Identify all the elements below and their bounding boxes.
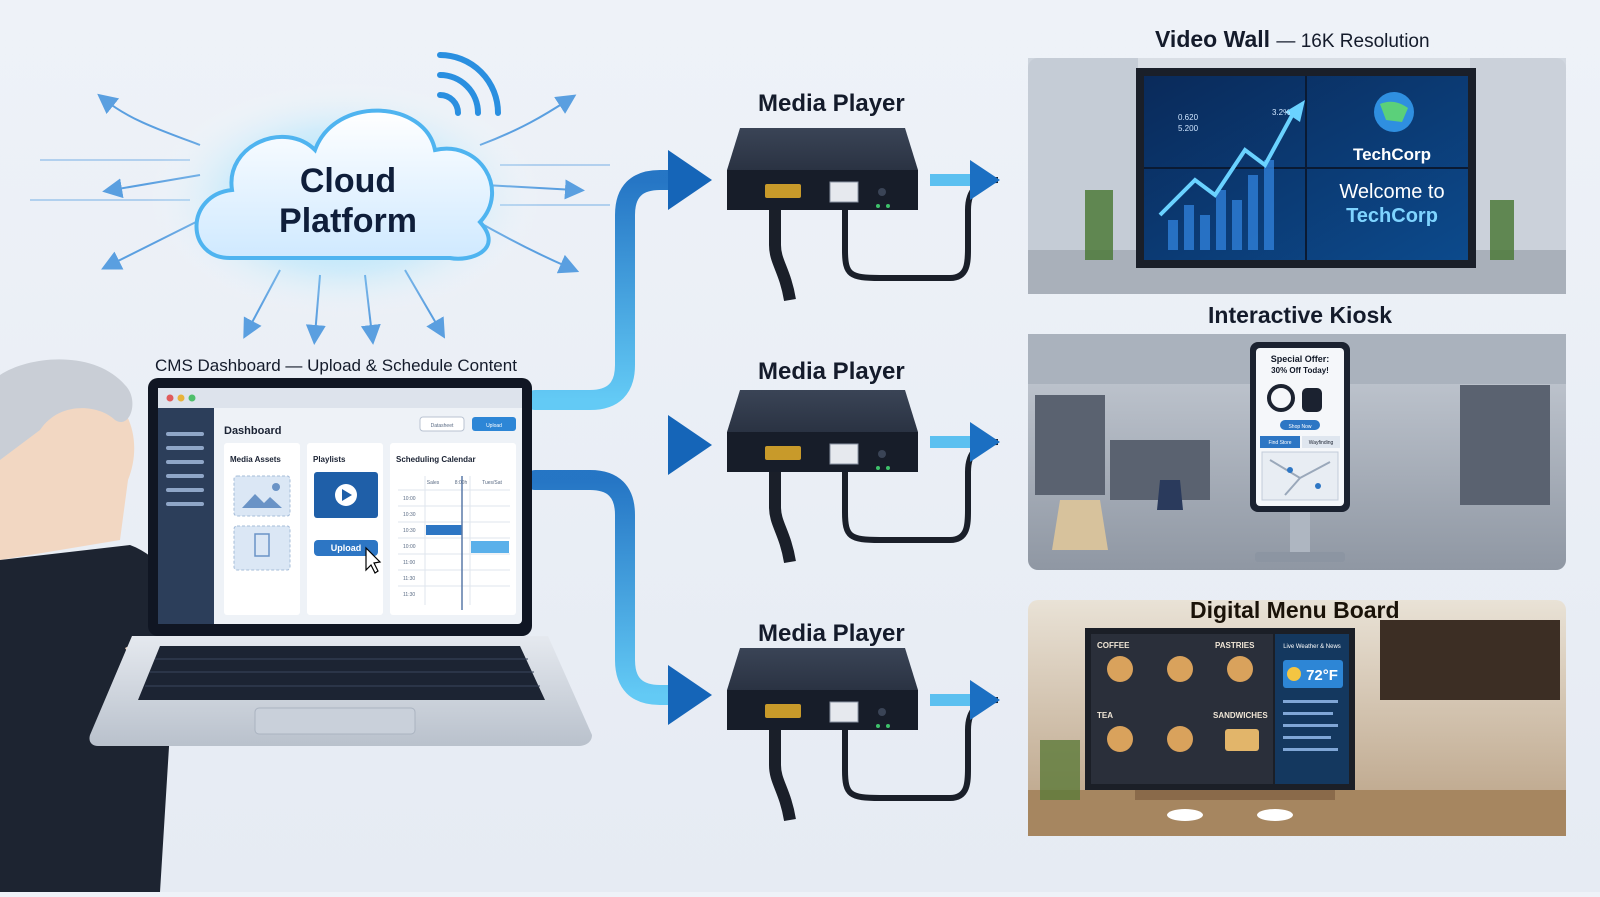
menu-sandwiches: SANDWICHES xyxy=(1213,711,1268,720)
laptop-btn-right: Upload xyxy=(486,423,502,429)
laptop-btn-left: Datasheet xyxy=(431,423,454,429)
laptop-col-playlists: Playlists xyxy=(313,455,346,464)
laptop-upload-button: Upload xyxy=(331,543,362,553)
video-wall-stat-1: 0.620 xyxy=(1178,113,1199,122)
cloud-label-line1: Cloud xyxy=(300,162,396,200)
kiosk-title: Interactive Kiosk xyxy=(1208,302,1393,328)
laptop-sidebar-title: Dashboard xyxy=(224,425,281,437)
menu-tea: TEA xyxy=(1097,711,1113,720)
media-player-label-2: Media Player xyxy=(758,358,905,385)
laptop-cal-time-3: 10:00 xyxy=(403,544,416,550)
video-wall-stat-2: 5.200 xyxy=(1178,124,1199,133)
laptop-col-schedule: Scheduling Calendar xyxy=(396,455,476,464)
media-player-device-3 xyxy=(727,648,999,822)
video-wall-title-row: Video Wall — 16K Resolution xyxy=(1155,26,1430,53)
media-player-device-1 xyxy=(727,128,999,302)
cloud-shape xyxy=(194,108,494,261)
laptop-cal-time-6: 11:30 xyxy=(403,592,415,598)
video-wall-welcome-1: Welcome to xyxy=(1339,181,1444,203)
video-wall-brand: TechCorp xyxy=(1353,145,1431,164)
video-wall-title: Video Wall xyxy=(1155,26,1271,52)
laptop-cal-time-4: 11:00 xyxy=(403,560,415,566)
menu-temp: 72°F xyxy=(1306,667,1338,684)
laptop-cal-col-0: Sales xyxy=(427,480,440,486)
laptop-cal-time-5: 11:30 xyxy=(403,576,415,582)
menu-coffee: COFFEE xyxy=(1097,641,1130,650)
flow-arrows xyxy=(525,150,712,725)
media-player-label-1: Media Player xyxy=(758,90,905,117)
cloud-label-line2: Platform xyxy=(279,202,417,240)
laptop-cal-time-2: 10:30 xyxy=(403,528,416,534)
cms-caption: CMS Dashboard — Upload & Schedule Conten… xyxy=(155,356,517,375)
kiosk-tab-2: Wayfinding xyxy=(1309,440,1334,446)
laptop-col-media: Media Assets xyxy=(230,455,281,464)
video-wall-welcome-2: TechCorp xyxy=(1346,205,1438,227)
kiosk-panel xyxy=(1028,334,1566,570)
menu-pastries: PASTRIES xyxy=(1215,641,1255,650)
laptop-cal-col-1: 8:00h xyxy=(455,480,468,486)
menu-board-title: Digital Menu Board xyxy=(1190,597,1400,623)
kiosk-shop-button: Shop Now xyxy=(1288,424,1311,430)
kiosk-tab-1: Find Store xyxy=(1268,440,1291,446)
media-player-device-2 xyxy=(727,390,999,564)
menu-board-panel xyxy=(1028,600,1566,836)
kiosk-offer-1: Special Offer: xyxy=(1271,354,1330,364)
video-wall-subtitle: — 16K Resolution xyxy=(1276,31,1430,52)
laptop-cal-col-2: Tues/Sat xyxy=(482,480,502,486)
video-wall-stat-3: 3.2% xyxy=(1272,108,1290,117)
kiosk-offer-2: 30% Off Today! xyxy=(1271,366,1329,375)
laptop-illustration xyxy=(89,378,593,746)
laptop-cal-time-0: 10:00 xyxy=(403,496,416,502)
laptop-cal-time-1: 10:30 xyxy=(403,512,416,518)
video-wall-panel xyxy=(1028,58,1566,294)
media-player-label-3: Media Player xyxy=(758,620,905,647)
menu-weather-head: Live Weather & News xyxy=(1283,644,1341,650)
wifi-icon xyxy=(437,52,501,116)
output-arrows xyxy=(930,160,1000,720)
